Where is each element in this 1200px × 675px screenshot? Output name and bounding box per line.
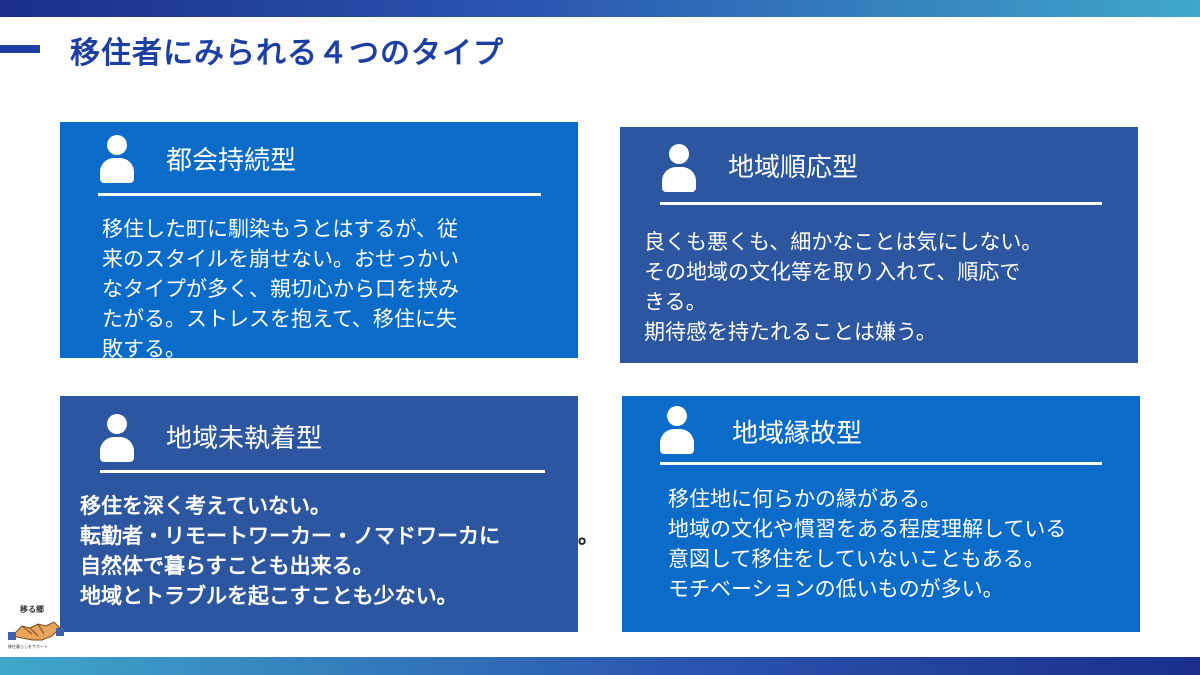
card-body-line: たがる。ストレスを抱えて、移住に失 <box>102 307 457 331</box>
card-title: 地域縁故型 <box>732 419 863 449</box>
card-body-line: 意図して移住をしていないこともある。 <box>668 547 1045 571</box>
card-divider <box>660 202 1102 205</box>
card-body-line: なタイプが多く、親切心から口を挟み <box>102 277 459 301</box>
card-body-line: モチベーションの低いものが多い。 <box>668 577 1004 601</box>
card-body-line: 移住した町に馴染もうとはするが、従 <box>102 217 458 241</box>
card-body: 移住地に何らかの縁がある。 地域の文化や慣習をある程度理解している 意図して移住… <box>668 484 1066 604</box>
logo-name: 移る郷 <box>20 605 44 614</box>
card-title: 地域未執着型 <box>166 424 323 454</box>
card-body-line: 地域の文化や慣習をある程度理解している <box>668 517 1067 541</box>
card-body-line: 移住地に何らかの縁がある。 <box>668 487 941 511</box>
card-body-line: 敗する。 <box>102 337 186 358</box>
card-body-line: 自然体で暮らすことも出来る。 <box>80 554 374 578</box>
card-body-line: 良くも悪くも、細かなことは気にしない。 <box>644 230 1043 254</box>
card-body-line: 来のスタイルを崩せない。おせっかい <box>102 247 459 271</box>
top-gradient-bar <box>0 0 1200 17</box>
card-body-line: 地域とトラブルを起こすことも少ない。 <box>80 584 458 608</box>
card-body: 良くも悪くも、細かなことは気にしない。 その地域の文化等を取り入れて、順応で き… <box>644 227 1042 347</box>
overflow-text-tail: 。 <box>578 524 599 548</box>
card-title: 地域順応型 <box>728 153 859 183</box>
card-local-adaptive: 地域順応型 良くも悪くも、細かなことは気にしない。 その地域の文化等を取り入れて… <box>620 127 1138 363</box>
card-divider <box>100 470 545 473</box>
card-local-unattached: 地域未執着型 <box>60 396 578 632</box>
person-icon <box>660 406 694 454</box>
page-title: 移住者にみられる４つのタイプ <box>70 36 504 71</box>
bottom-gradient-bar <box>0 657 1200 675</box>
card-body: 移住した町に馴染もうとはするが、従 来のスタイルを崩せない。おせっかい なタイプ… <box>102 214 459 358</box>
card-body-line: その地域の文化等を取り入れて、順応で <box>644 260 1021 284</box>
card-title: 都会持続型 <box>166 146 297 176</box>
logo-subtitle: 移住暮らしをサポート <box>8 644 48 649</box>
person-icon <box>662 144 696 192</box>
card-body-bold: 移住を深く考えていない。 転勤者・リモートワーカー・ノマドワーカに 自然体で暮ら… <box>80 491 500 611</box>
person-icon <box>100 414 134 462</box>
card-local-connected: 地域縁故型 移住地に何らかの縁がある。 地域の文化や慣習をある程度理解している … <box>622 396 1140 632</box>
card-urban-persistent: 都会持続型 移住した町に馴染もうとはするが、従 来のスタイルを崩せない。おせっか… <box>60 122 578 358</box>
handshake-icon <box>8 621 64 641</box>
brand-logo: 移る郷 移住暮らしをサポート <box>8 604 64 652</box>
title-accent-bar <box>0 45 40 53</box>
card-body-line: きる。 <box>644 290 707 314</box>
card-divider <box>98 193 541 196</box>
card-body-line: 転勤者・リモートワーカー・ノマドワーカに <box>80 524 500 548</box>
card-body-line: 期待感を持たれることは嫌う。 <box>644 320 937 344</box>
person-icon <box>100 135 134 183</box>
card-body-line: 移住を深く考えていない。 <box>80 494 331 518</box>
card-divider <box>660 462 1102 465</box>
